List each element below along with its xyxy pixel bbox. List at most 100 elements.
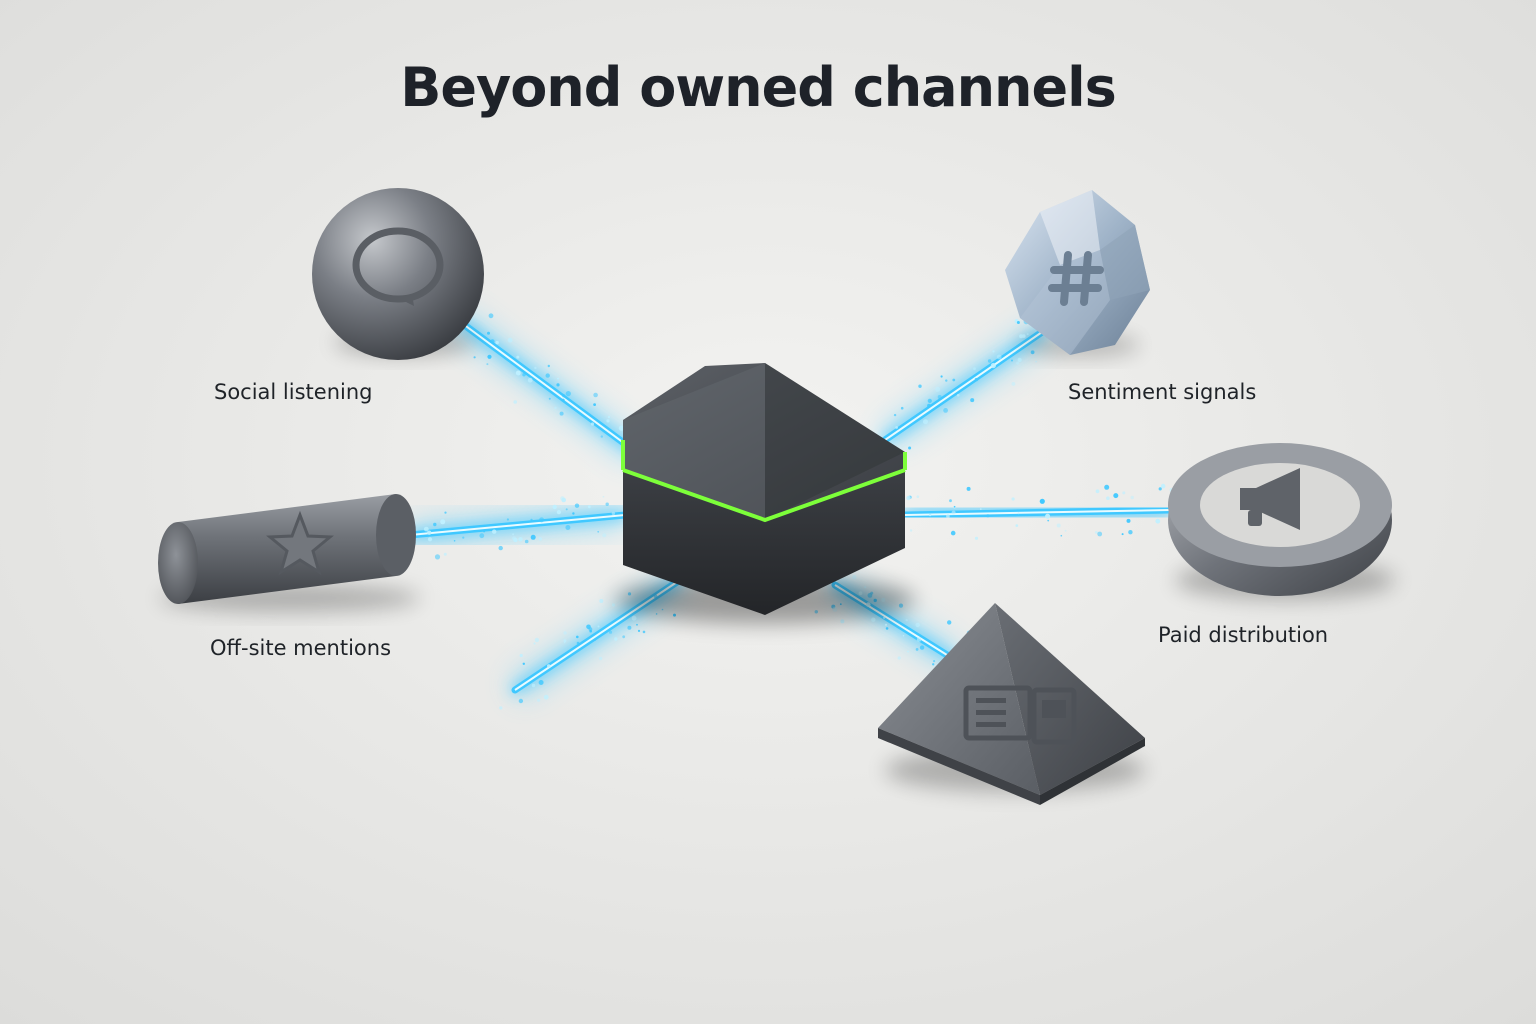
sparkle	[1106, 496, 1110, 501]
sparkle	[1016, 321, 1020, 324]
sparkle	[973, 367, 976, 371]
sparkle	[909, 529, 913, 532]
sparkle	[1015, 524, 1019, 527]
sparkle	[527, 377, 533, 383]
sparkle	[951, 510, 956, 515]
sparkle	[1095, 489, 1100, 494]
sparkle	[534, 366, 537, 370]
sparkle	[906, 495, 911, 501]
sparkle	[932, 663, 935, 666]
label-sentiment-signals: Sentiment signals	[1068, 380, 1257, 404]
sparkle	[479, 533, 485, 539]
sparkle	[1158, 487, 1162, 491]
sparkle	[908, 446, 912, 450]
beam-paid-core	[904, 509, 1171, 516]
node-social-listening	[312, 188, 484, 360]
sparkle	[506, 518, 509, 521]
sparkle	[956, 393, 960, 397]
sparkle	[572, 512, 575, 515]
sparkle	[587, 505, 591, 509]
sparkle	[923, 419, 928, 425]
sparkle	[618, 425, 625, 431]
sparkle	[919, 645, 925, 650]
sparkle	[483, 530, 485, 533]
sparkle	[533, 642, 536, 645]
sparkle	[440, 519, 446, 525]
sparkle	[547, 664, 551, 668]
sparkle	[871, 617, 876, 622]
sparkle	[593, 403, 596, 406]
sparkle	[531, 683, 536, 688]
node-sentiment-signals	[1005, 190, 1150, 357]
node-content-pyramid	[878, 603, 1145, 805]
sparkle	[1026, 333, 1029, 336]
sparkle	[561, 497, 566, 503]
sparkle	[1056, 523, 1061, 528]
sparkle	[537, 698, 541, 702]
sparkle	[918, 384, 922, 388]
sparkle	[947, 620, 952, 625]
sparkle	[522, 662, 525, 665]
sparkle	[556, 509, 562, 515]
sparkle	[530, 534, 536, 540]
sparkle	[548, 397, 551, 400]
beam-sentiment-core	[884, 329, 1046, 441]
sparkle	[498, 545, 503, 551]
sparkle	[1011, 497, 1015, 501]
sparkle	[1011, 382, 1016, 386]
sparkle	[462, 536, 465, 539]
sparkle	[1094, 531, 1098, 534]
sparkle	[992, 350, 995, 353]
sparkle	[1130, 495, 1134, 500]
sparkle	[986, 514, 990, 518]
sparkle	[576, 635, 579, 639]
article-icon	[963, 685, 1077, 745]
sparkle	[513, 400, 517, 404]
sparkle	[599, 422, 602, 424]
sparkle	[980, 508, 982, 510]
speech-bubble-icon	[352, 227, 444, 306]
connection-beams	[406, 307, 1174, 701]
hub-hexagon	[615, 363, 915, 624]
sparkle	[598, 656, 603, 661]
sparkle	[1047, 519, 1050, 522]
sparkle	[1126, 518, 1131, 523]
sparkle	[933, 660, 936, 663]
sparkle	[453, 540, 456, 542]
sparkle	[556, 383, 560, 387]
sparkle	[1104, 484, 1110, 490]
sparkle	[562, 394, 566, 398]
sparkle	[593, 638, 597, 641]
sparkle	[487, 354, 492, 359]
sparkle	[599, 599, 604, 603]
sparkle	[1035, 360, 1037, 363]
sparkle	[427, 530, 432, 535]
sparkle	[953, 505, 956, 508]
sparkle	[946, 514, 950, 518]
sparkle	[597, 530, 600, 533]
sparkle	[557, 377, 559, 380]
sparkle	[884, 623, 888, 626]
sparkle	[589, 629, 592, 633]
sparkle	[902, 634, 905, 637]
sparkle	[486, 363, 489, 366]
sparkle	[492, 529, 497, 534]
sparkle	[602, 533, 607, 538]
sparkle	[1017, 512, 1020, 515]
sparkle	[966, 486, 971, 491]
sparkle	[614, 637, 618, 641]
sparkle	[1128, 530, 1133, 535]
sparkle	[590, 422, 595, 426]
sparkle	[952, 378, 956, 382]
sparkle	[631, 615, 637, 621]
sparkle	[928, 513, 932, 517]
sparkle	[916, 495, 920, 499]
sparkle	[518, 698, 524, 704]
sparkle	[608, 630, 613, 634]
sparkle	[530, 518, 533, 521]
sparkle	[552, 504, 557, 510]
sparkle	[949, 499, 952, 503]
sparkle	[600, 435, 603, 438]
sparkle	[883, 616, 886, 619]
